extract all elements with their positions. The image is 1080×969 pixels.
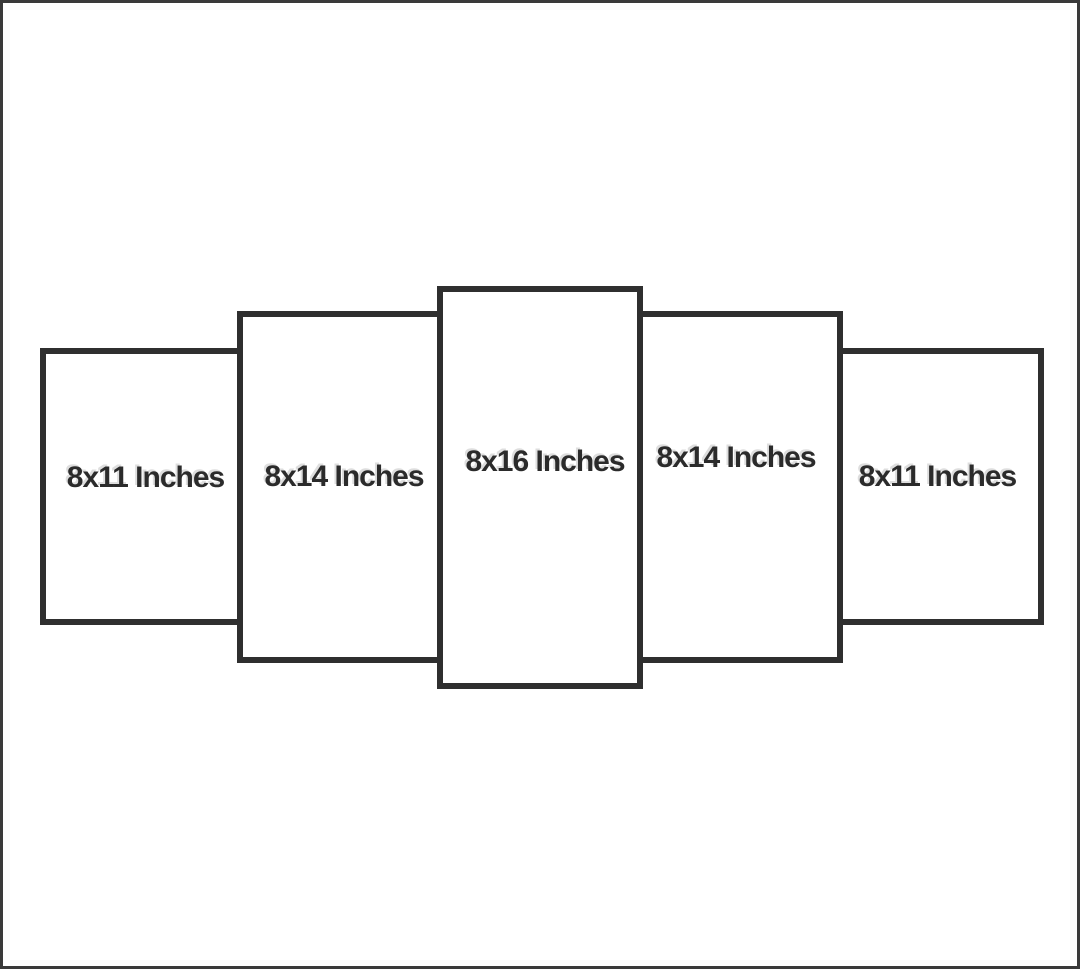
panel-right-8x14: 8x14 Inches: [637, 311, 843, 663]
panel-size-label: 8x11 Inches: [858, 459, 1017, 493]
panel-center-8x16: 8x16 Inches: [437, 286, 643, 689]
panel-far-left-8x11: 8x11 Inches: [40, 348, 243, 625]
panel-size-label: 8x16 Inches: [465, 444, 625, 478]
panel-size-label: 8x14 Inches: [656, 441, 816, 474]
panel-far-right-8x11: 8x11 Inches: [837, 348, 1044, 625]
panel-left-8x14: 8x14 Inches: [237, 311, 443, 663]
panel-size-label: 8x14 Inches: [264, 460, 424, 493]
panel-size-label: 8x11 Inches: [66, 460, 225, 494]
